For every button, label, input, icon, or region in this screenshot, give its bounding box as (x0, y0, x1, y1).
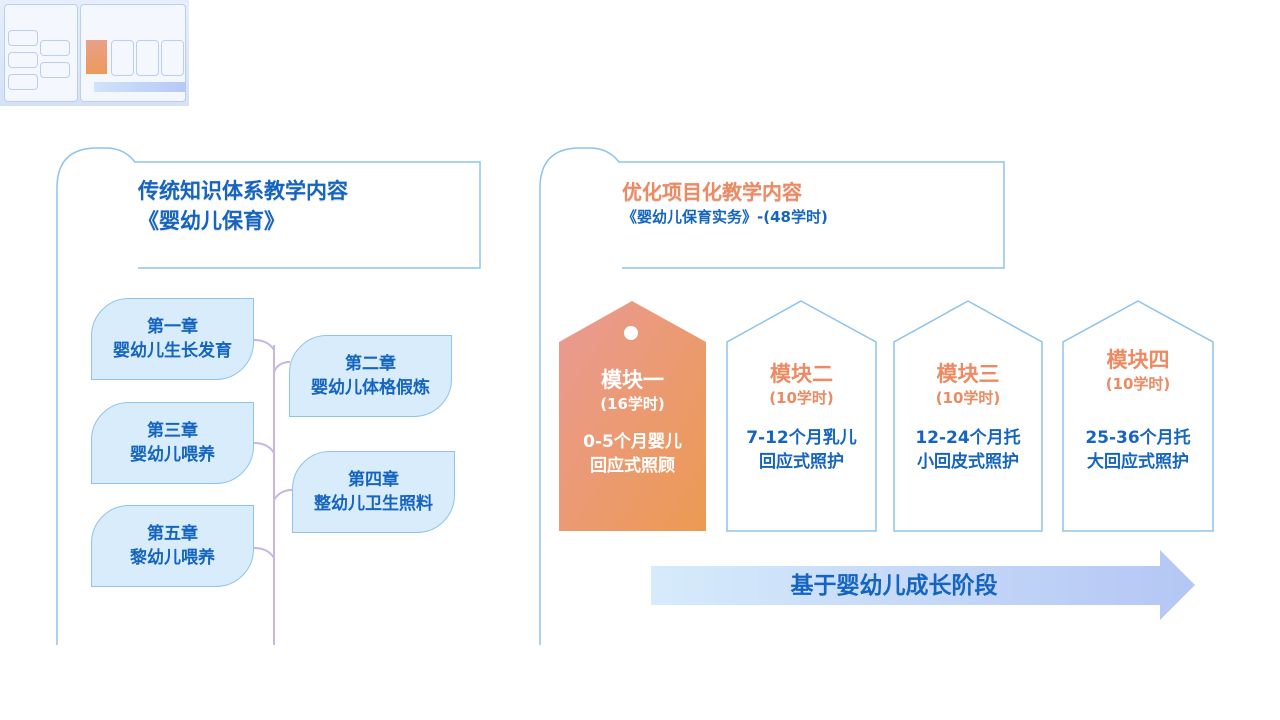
left-title-line2: 《婴幼儿保育》 (138, 209, 285, 233)
chapter-number: 第五章 (147, 524, 198, 544)
module-desc-line2: 回应式照护 (759, 452, 844, 472)
chapter-name: 婴幼儿生长发育 (113, 341, 232, 361)
module-desc-line2: 回应式照顾 (590, 456, 675, 476)
module-desc-line2: 小回皮式照护 (917, 452, 1019, 472)
module-title: 模块四 (1106, 348, 1170, 372)
chapter-number: 第四章 (348, 470, 399, 490)
left-panel-title: 传统知识体系教学内容 《婴幼儿保育》 (138, 176, 348, 236)
module-desc-line1: 25-36个月托 (1085, 428, 1191, 448)
module-card-4: 模块四 (10学时) 25-36个月托 大回应式照护 (1063, 346, 1213, 474)
module-hours: (10学时) (769, 389, 834, 407)
module-desc-line1: 12-24个月托 (915, 428, 1021, 448)
chapter-box-5: 第五章 黎幼儿喂养 (91, 505, 254, 587)
slide-thumbnail-image (0, 0, 189, 106)
module-card-1: 模块一 (16学时) 0-5个月婴儿 回应式照顾 (559, 366, 706, 478)
module-hours: (10学时) (1105, 375, 1171, 393)
chapter-number: 第一章 (147, 317, 198, 337)
chapter-box-3: 第三章 婴幼儿喂养 (91, 402, 254, 484)
chapter-name: 婴幼儿体格假炼 (311, 378, 430, 398)
right-panel-title: 优化项目化教学内容 (622, 180, 802, 204)
chapter-name: 婴幼儿喂养 (130, 445, 215, 465)
chapter-name: 整幼儿卫生照料 (314, 494, 433, 514)
module-title: 模块三 (936, 362, 1000, 386)
module-card-3: 模块三 (10学时) 12-24个月托 小回皮式照护 (894, 360, 1042, 474)
module-hours: (16学时) (600, 395, 665, 413)
chapter-box-2: 第二章 婴幼儿体格假炼 (289, 335, 452, 417)
growth-stage-arrow-label: 基于婴幼儿成长阶段 (790, 573, 998, 599)
right-panel-subtitle: 《婴幼儿保育实务》-(48学时) (622, 208, 828, 226)
chapter-number: 第二章 (345, 354, 396, 374)
module-desc-line1: 7-12个月乳儿 (746, 428, 857, 448)
module-hours: (10学时) (935, 389, 1001, 407)
chapter-number: 第三章 (147, 421, 198, 441)
module-card-2: 模块二 (10学时) 7-12个月乳儿 回应式照护 (727, 360, 876, 474)
module-desc-line1: 0-5个月婴儿 (583, 432, 682, 452)
chapter-box-1: 第一章 婴幼儿生长发育 (91, 298, 254, 380)
module-title: 模块二 (770, 362, 833, 386)
left-title-line1: 传统知识体系教学内容 (138, 179, 348, 203)
chapter-box-4: 第四章 整幼儿卫生照料 (292, 451, 455, 533)
module-desc-line2: 大回应式照护 (1087, 452, 1189, 472)
module-title: 模块一 (601, 368, 664, 392)
chapter-name: 黎幼儿喂养 (130, 548, 215, 568)
